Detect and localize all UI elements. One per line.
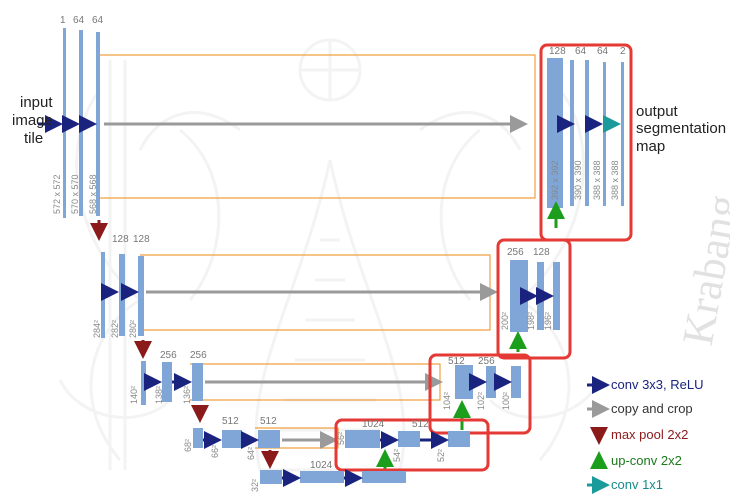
dim-label: 284² [92,320,102,338]
dim-label: 64² [246,447,256,460]
feature-map [300,471,344,483]
feature-map [345,430,380,448]
input-label-2: image [12,112,53,129]
dim-label: 52² [436,449,446,462]
dim-label: 572 x 572 [52,174,62,214]
channel-count: 2 [620,46,626,57]
dim-label: 66² [210,445,220,458]
feature-map [553,262,560,330]
channel-count: 1024 [310,460,332,471]
dim-label: 102² [476,392,486,410]
level1-decoder [541,45,631,240]
feature-map [398,431,420,447]
channel-count: 1024 [362,419,384,430]
feature-map [141,361,146,405]
channel-count: 256 [478,356,495,367]
level5-bottleneck [260,470,406,484]
feature-map [192,363,203,401]
input-label-1: input [20,94,53,111]
output-label-3: map [636,138,665,155]
channel-count: 128 [533,247,550,258]
legend-pool: max pool 2x2 [611,427,688,442]
dim-label: 282² [110,320,120,338]
channel-count: 128 [549,46,566,57]
output-label-1: output [636,103,678,120]
dim-label: 104² [442,392,452,410]
channel-count: 512 [448,356,465,367]
dim-label: 138² [154,386,164,404]
channel-count: 64 [73,15,84,26]
legend-conv: conv 3x3, ReLU [611,377,704,392]
feature-map [486,366,496,398]
feature-map [193,428,203,448]
dim-label: 54² [392,449,402,462]
feature-map [63,28,66,218]
channel-count: 256 [190,350,207,361]
channel-count: 512 [222,416,239,427]
channel-count: 64 [92,15,103,26]
dim-label: 388 x 388 [610,160,620,200]
feature-map [260,470,282,484]
dim-label: 100² [501,392,511,410]
dim-label: 570 x 570 [70,174,80,214]
channel-count: 512 [412,419,429,430]
dim-label: 32² [250,479,260,492]
dim-label: 136² [182,386,192,404]
dim-label: 388 x 388 [592,160,602,200]
feature-map [621,62,624,206]
channel-count: 64 [575,46,586,57]
legend-conv1x1: conv 1x1 [611,477,663,492]
feature-map [222,430,242,448]
channel-count: 128 [133,234,150,245]
feature-map [603,62,606,206]
legend-arrows [587,385,607,485]
dim-label: 200² [500,312,510,330]
dim-label: 390 x 390 [573,160,583,200]
dim-label: 568 x 568 [88,174,98,214]
dim-label: 68² [183,439,193,452]
feature-map [258,430,280,448]
feature-map [448,431,470,447]
dim-label: 198² [526,312,536,330]
dim-label: 392 x 392 [550,160,560,200]
output-label-2: segmentation [636,120,726,137]
level2-encoder [101,252,495,356]
channel-count: 512 [260,416,277,427]
channel-count: 128 [112,234,129,245]
channel-count: 256 [507,247,524,258]
feature-map [511,366,521,398]
channel-count: 1 [60,15,66,26]
dim-label: 56² [336,432,346,445]
channel-count: 256 [160,350,177,361]
dim-label: 280² [128,320,138,338]
feature-map [362,471,406,483]
legend-upconv: up-conv 2x2 [611,453,682,468]
channel-count: 64 [597,46,608,57]
dim-label: 196² [543,312,553,330]
feature-map [585,60,589,206]
legend-copy: copy and crop [611,401,693,416]
level1-encoder [38,28,525,238]
input-label-3: tile [24,130,43,147]
feature-map [455,365,473,399]
dim-label: 140² [129,386,139,404]
feature-map [138,256,144,336]
